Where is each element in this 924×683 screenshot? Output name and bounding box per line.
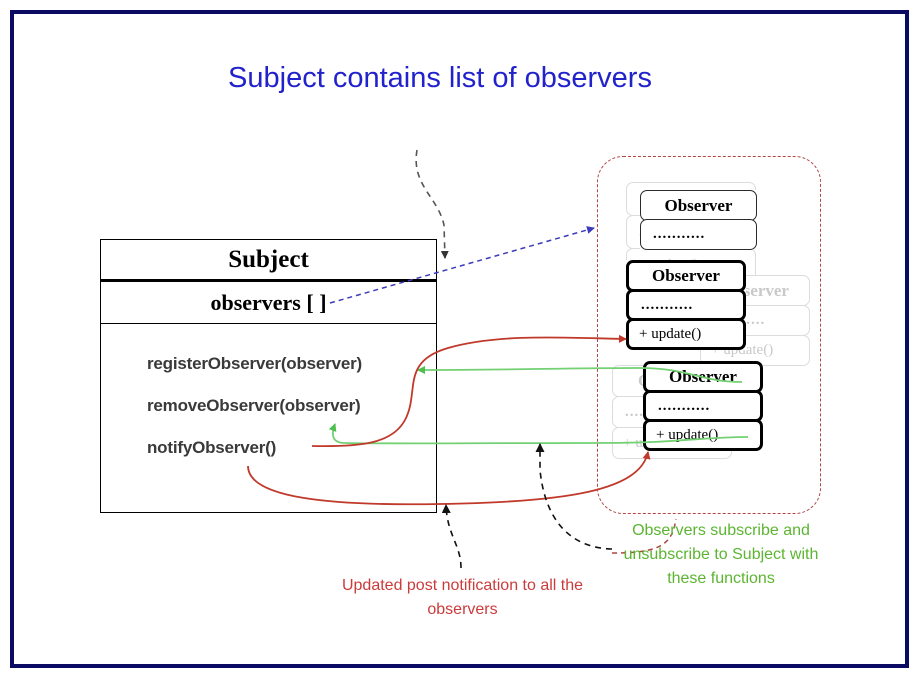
- observer-card-title: Observer: [640, 190, 757, 221]
- observer-card-title: Observer: [626, 260, 746, 292]
- observer-name-label: Observer: [669, 367, 737, 386]
- observer-update-label: + update(): [656, 426, 719, 443]
- subject-method-remove: removeObserver(observer): [147, 396, 361, 415]
- observer-card-top: Observer ...........: [640, 190, 757, 250]
- annotation-red-note: Updated post notification to all the obs…: [341, 577, 584, 618]
- observer-update-label: + update(): [639, 325, 702, 342]
- subject-class-name: Subject: [101, 240, 436, 282]
- observer-card-attrs: ...........: [640, 219, 757, 250]
- subject-class-box: Subject observers [ ] registerObserver(o…: [100, 239, 437, 513]
- observer-dots-label: ...........: [653, 226, 706, 242]
- observer-card-middle: Observer ........... + update(): [626, 260, 746, 350]
- subject-method-list: registerObserver(observer) removeObserve…: [101, 324, 436, 512]
- observer-name-label: Observer: [652, 266, 720, 285]
- annotation-green-note: Observers subscribe and unsubscribe to S…: [623, 522, 819, 587]
- observer-group-container: [597, 156, 821, 514]
- subject-method-notify: notifyObserver(): [147, 438, 277, 457]
- observer-card-update: + update(): [626, 318, 746, 350]
- observer-dots-label: ...........: [658, 397, 711, 414]
- slide-border: [10, 10, 909, 668]
- observer-card-attrs: ...........: [643, 390, 763, 422]
- observer-card-attrs: ...........: [626, 289, 746, 321]
- subject-method-register: registerObserver(observer): [147, 354, 362, 373]
- subject-field-observers: observers [ ]: [101, 282, 436, 324]
- observer-dots-label: ...........: [641, 296, 694, 313]
- observer-card-bottom: Observer ........... + update(): [643, 361, 763, 451]
- page-title: Subject contains list of observers: [228, 62, 652, 94]
- observer-name-label: Observer: [664, 195, 733, 215]
- observer-card-title: Observer: [643, 361, 763, 393]
- observer-card-update: + update(): [643, 419, 763, 451]
